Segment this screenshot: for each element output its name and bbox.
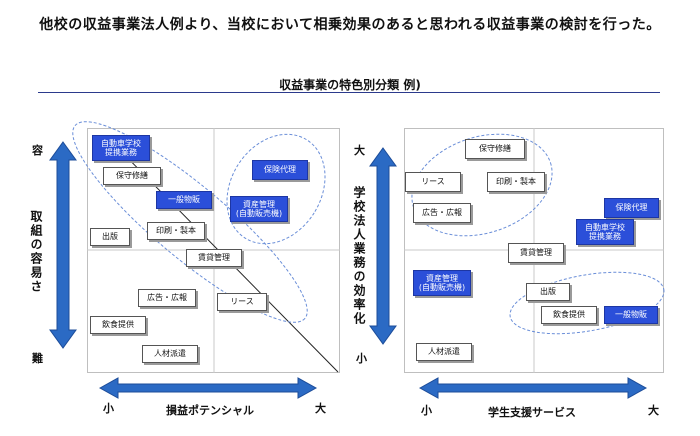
right-item-staffing: 人材派遣 — [416, 343, 472, 361]
right-x-left-label: 小 — [421, 404, 432, 417]
left-x-left-label: 小 — [103, 402, 114, 415]
left-item-general-goods: 一般物販 — [156, 191, 212, 209]
left-item-asset-management: 資産管理 (自動販売機) — [230, 196, 288, 222]
left-item-food-service: 飲食提供 — [90, 316, 146, 334]
page-title: 他校の収益事業法人例より、当校において相乗効果のあると思われる収益事業の検討を行… — [39, 17, 661, 33]
right-oval-bottom-right — [509, 271, 665, 335]
diagram-subtitle: 収益事業の特色別分類 例) — [279, 78, 421, 92]
right-item-driving-school: 自動車学校 提携業務 — [576, 219, 634, 245]
left-item-publishing: 出版 — [90, 228, 130, 246]
left-item-rental-management: 賃貸管理 — [186, 249, 242, 267]
right-item-asset-management: 資産管理 (自動販売機) — [413, 270, 471, 296]
left-y-top-label: 容 — [32, 144, 43, 157]
right-item-general-goods: 一般物販 — [604, 306, 658, 324]
left-item-maintenance: 保守修繕 — [103, 167, 161, 185]
right-item-lease: リース — [405, 172, 461, 192]
left-oval-top-right — [226, 133, 326, 245]
left-oval-diagonal — [72, 121, 308, 323]
left-x-axis-label: 損益ポテンシャル — [166, 404, 254, 417]
left-item-lease: リース — [217, 293, 267, 311]
right-y-bottom-label: 小 — [356, 352, 367, 365]
right-horizontal-arrow — [418, 377, 648, 399]
header-rule — [38, 92, 660, 93]
left-item-insurance-agency: 保険代理 — [252, 160, 308, 180]
left-y-axis-label: 取組の容易さ — [29, 210, 43, 294]
left-x-right-label: 大 — [315, 402, 326, 415]
left-item-printing: 印刷・製本 — [147, 222, 205, 240]
right-item-insurance-agency: 保険代理 — [604, 198, 659, 218]
right-item-publishing: 出版 — [526, 283, 570, 301]
right-item-maintenance: 保守修繕 — [465, 139, 525, 159]
left-item-driving-school: 自動車学校 提携業務 — [92, 135, 150, 161]
left-item-staffing: 人材派遣 — [142, 345, 198, 363]
left-horizontal-arrow — [98, 377, 318, 399]
right-item-advertising: 広告・広報 — [413, 203, 471, 223]
left-y-bottom-label: 難 — [32, 352, 43, 365]
right-item-rental-management: 賃貸管理 — [508, 243, 564, 263]
left-vertical-arrow — [49, 141, 77, 349]
right-y-axis-label: 学校法人業務の効率化 — [352, 186, 366, 326]
right-vertical-arrow — [369, 147, 397, 345]
right-x-axis-label: 学生支援サービス — [488, 406, 576, 419]
right-x-right-label: 大 — [648, 404, 659, 417]
right-item-food-service: 飲食提供 — [541, 306, 597, 324]
left-item-advertising: 広告・広報 — [138, 289, 196, 307]
right-item-printing: 印刷・製本 — [487, 172, 545, 192]
right-y-top-label: 大 — [354, 144, 365, 157]
